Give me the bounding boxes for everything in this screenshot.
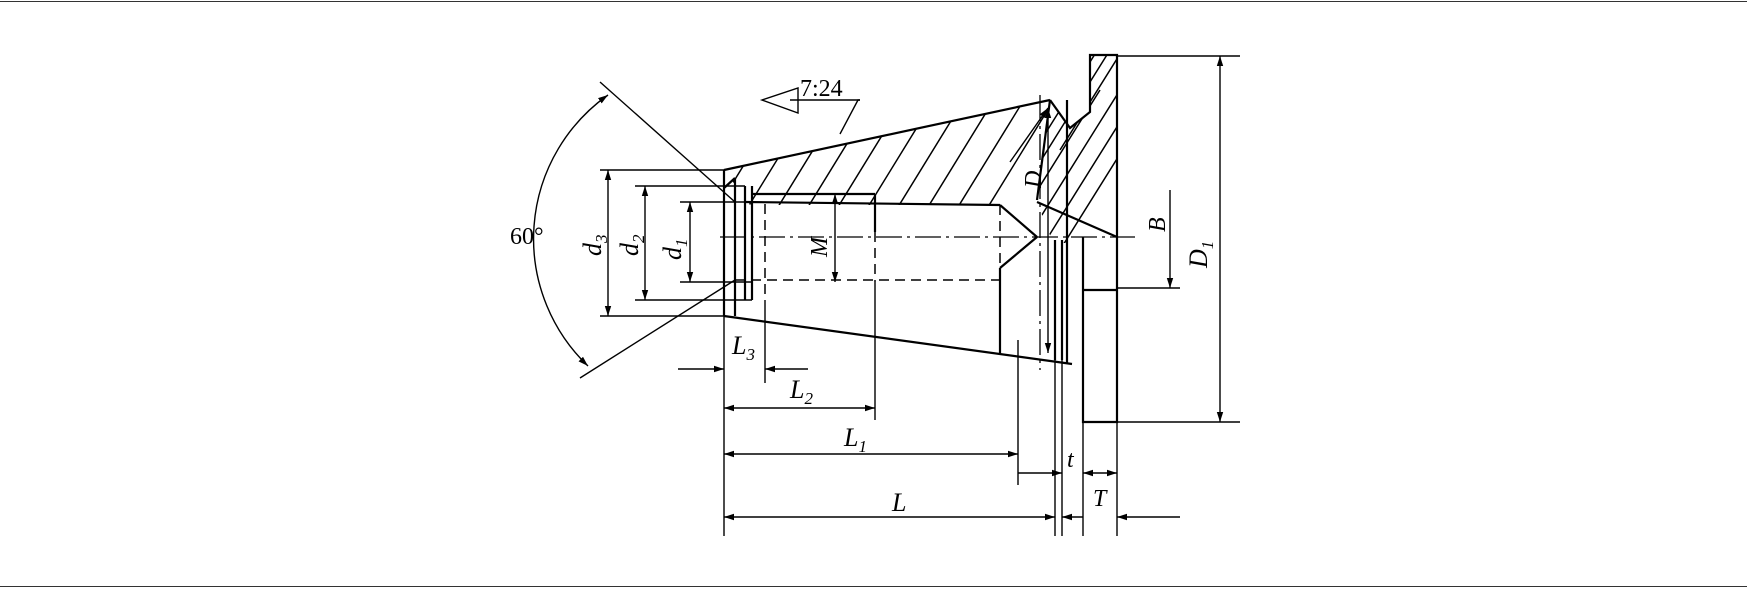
d1-label: d1 <box>658 239 691 261</box>
L2-label: L2 <box>789 375 813 408</box>
t-label: t <box>1067 447 1075 473</box>
bottom-border-rule <box>0 586 1747 587</box>
svg-text:D: D <box>1021 171 1047 189</box>
taper-ratio-label: 7:24 <box>800 76 843 102</box>
D-label: D <box>1021 171 1047 189</box>
svg-text:D1: D1 <box>1184 241 1217 269</box>
section-hatching-flange <box>1037 55 1117 243</box>
M-label: M <box>807 235 833 258</box>
length-dimensions <box>678 282 1180 536</box>
svg-text:M: M <box>807 235 833 258</box>
B-label: B <box>1145 217 1171 232</box>
part-outline <box>722 53 1119 424</box>
hidden-lines <box>735 204 1001 353</box>
taper-symbol <box>759 87 860 135</box>
D1-label: D1 <box>1184 241 1217 269</box>
d2-label: d2 <box>615 234 648 256</box>
diameter-dimensions <box>600 55 1240 423</box>
svg-text:d3: d3 <box>578 235 611 257</box>
L3-label: L3 <box>731 331 755 364</box>
top-border-rule <box>0 1 1747 2</box>
angle-label: 60° <box>510 224 544 250</box>
svg-text:d2: d2 <box>615 234 648 256</box>
svg-text:B: B <box>1145 217 1171 232</box>
T-label: T <box>1093 486 1108 512</box>
L-label: L <box>891 488 906 517</box>
d3-label: d3 <box>578 235 611 257</box>
angle-dimension <box>532 81 736 379</box>
L1-label: L1 <box>843 423 867 456</box>
svg-text:d1: d1 <box>658 239 691 261</box>
